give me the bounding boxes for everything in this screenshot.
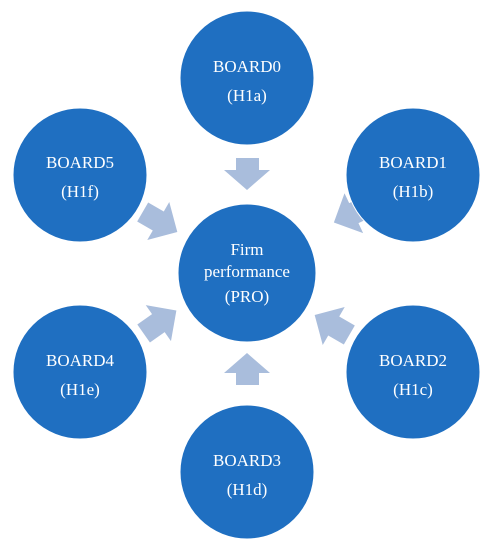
node-board2-circle: [345, 304, 481, 440]
node-board0: BOARD0 (H1a): [179, 10, 315, 146]
node-board1-label: BOARD1: [379, 153, 447, 172]
arrow-board4-to-center: [137, 305, 177, 343]
arrow-board0-to-center: [224, 158, 270, 190]
center-label-line3: (PRO): [225, 287, 269, 306]
node-board5: BOARD5 (H1f): [12, 107, 148, 243]
node-board3-hypothesis: (H1d): [227, 480, 268, 499]
node-board3-circle: [179, 404, 315, 540]
node-board2: BOARD2 (H1c): [345, 304, 481, 440]
node-board3-label: BOARD3: [213, 451, 281, 470]
node-board5-circle: [12, 107, 148, 243]
arrow-board5-to-center: [137, 201, 178, 241]
node-board0-label: BOARD0: [213, 57, 281, 76]
node-board0-circle: [179, 10, 315, 146]
center-label-line1: Firm: [230, 240, 263, 259]
node-board4-circle: [12, 304, 148, 440]
node-board5-hypothesis: (H1f): [61, 182, 99, 201]
node-board4-label: BOARD4: [46, 351, 115, 370]
node-center: Firm performance (PRO): [177, 203, 317, 343]
center-label-line2: performance: [204, 262, 290, 281]
node-board5-label: BOARD5: [46, 153, 114, 172]
node-board3: BOARD3 (H1d): [179, 404, 315, 540]
node-board1-circle: [345, 107, 481, 243]
node-board2-hypothesis: (H1c): [393, 380, 433, 399]
node-board2-label: BOARD2: [379, 351, 447, 370]
node-board4: BOARD4 (H1e): [12, 304, 148, 440]
arrow-board3-to-center: [224, 353, 270, 385]
node-board1-hypothesis: (H1b): [393, 182, 434, 201]
node-board1: BOARD1 (H1b): [345, 107, 481, 243]
arrow-board2-to-center: [314, 306, 355, 346]
node-center-circle: [177, 203, 317, 343]
node-board0-hypothesis: (H1a): [227, 86, 267, 105]
arrows-group: [137, 158, 375, 385]
node-board4-hypothesis: (H1e): [60, 380, 100, 399]
